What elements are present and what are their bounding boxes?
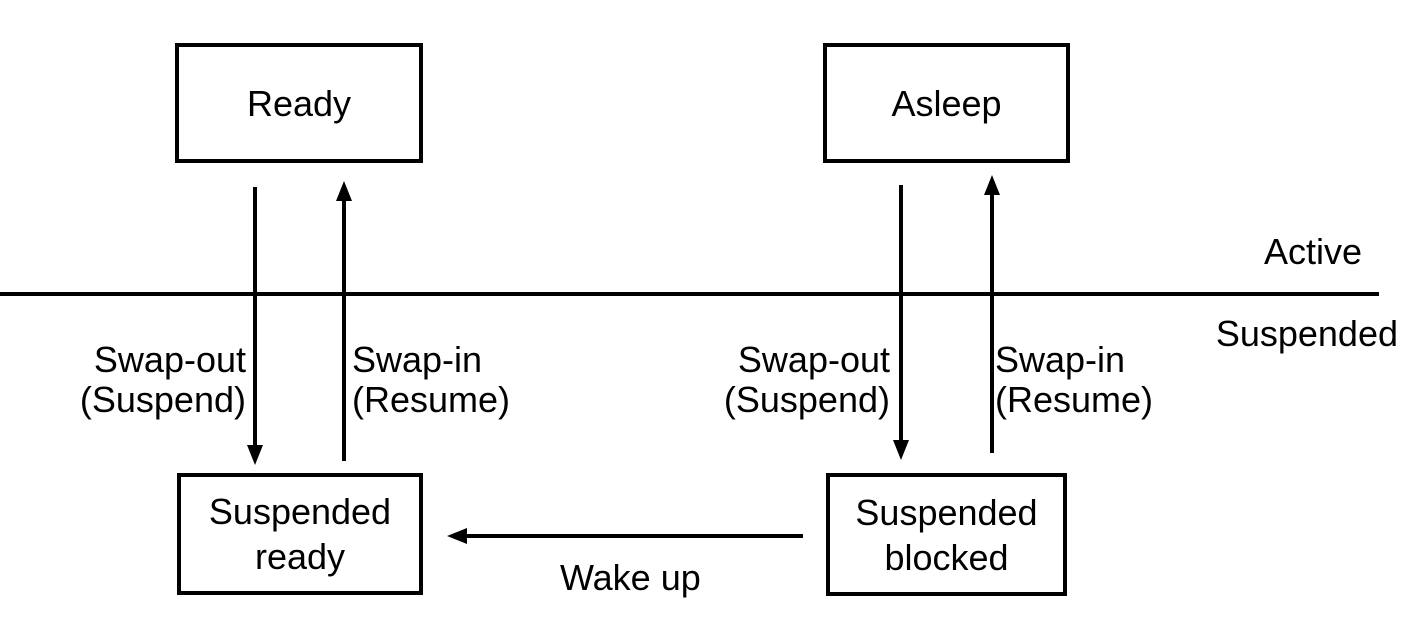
arrowhead-left-icon [447, 528, 467, 544]
label-swap-in-left: Swap-in (Resume) [352, 340, 510, 420]
state-label-asleep: Asleep [891, 82, 1002, 124]
state-box-asleep: Asleep [823, 43, 1070, 163]
label-swap-out-right-line2: (Suspend) [723, 379, 890, 420]
arrow-asleep-to-suspended-blocked [893, 185, 909, 460]
label-swap-out-right: Swap-out (Suspend) [724, 340, 890, 420]
state-label-suspended-ready-line2: ready [254, 536, 346, 577]
label-swap-out-left: Swap-out (Suspend) [80, 340, 246, 420]
arrowhead-up-icon [984, 175, 1000, 195]
label-swap-in-right-line2: (Resume) [995, 379, 1154, 420]
label-swap-out-left-line2: (Suspend) [79, 379, 246, 420]
state-label-suspended-blocked-line1: Suspended [855, 491, 1038, 533]
arrow-suspended-ready-to-ready [336, 181, 352, 461]
region-label-suspended: Suspended [1215, 313, 1398, 354]
label-swap-in-left-line2: (Resume) [352, 379, 511, 420]
state-label-suspended-blocked-line2: blocked [884, 536, 1009, 578]
state-box-ready: Ready [175, 43, 423, 163]
region-label-active: Active [1263, 231, 1362, 272]
label-swap-in-left-line1: Swap-in [352, 339, 483, 380]
state-box-suspended-ready: Suspended ready [177, 473, 423, 595]
label-swap-in-right-line1: Swap-in [995, 339, 1126, 380]
arrowhead-down-icon [247, 445, 263, 465]
arrow-wake-up [447, 528, 803, 544]
state-box-suspended-blocked: Suspended blocked [826, 473, 1067, 596]
label-swap-out-left-line1: Swap-out [93, 339, 246, 380]
arrowhead-down-icon [893, 440, 909, 460]
state-label-ready: Ready [246, 82, 352, 124]
label-swap-out-right-line1: Swap-out [737, 339, 890, 380]
arrow-ready-to-suspended-ready [247, 187, 263, 465]
label-wake-up: Wake up [560, 557, 701, 598]
label-swap-in-right: Swap-in (Resume) [995, 340, 1153, 420]
arrow-suspended-blocked-to-asleep [984, 175, 1000, 453]
arrowhead-up-icon [336, 181, 352, 201]
state-label-suspended-ready-line1: Suspended [208, 491, 392, 532]
